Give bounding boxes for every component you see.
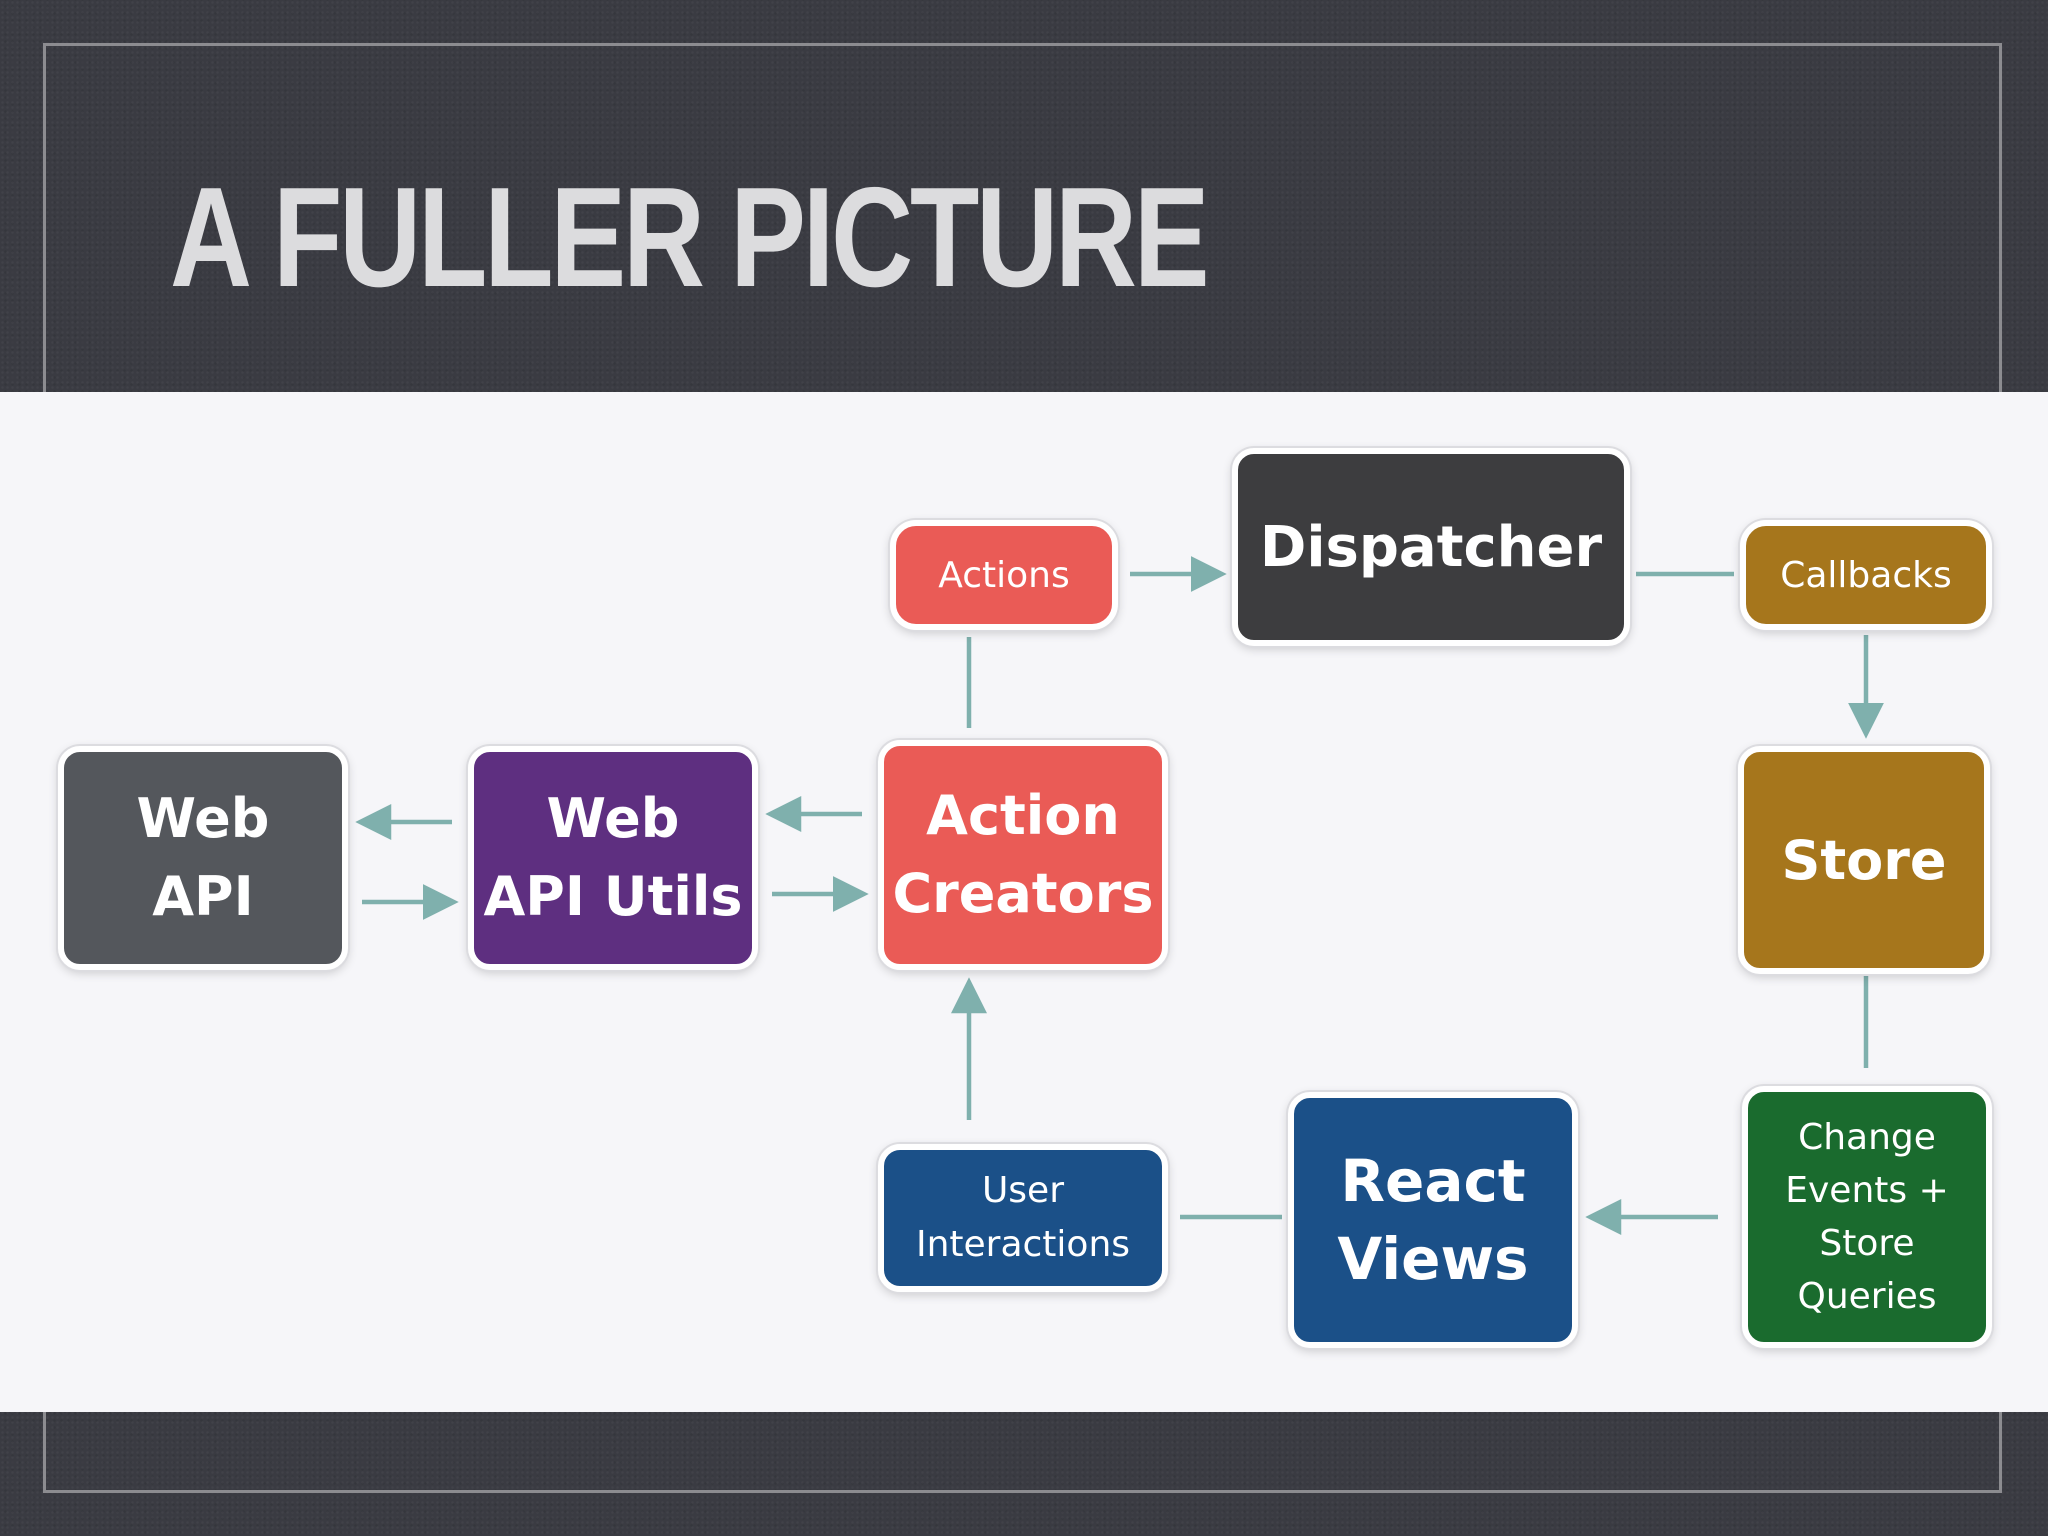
node-store: Store: [1738, 746, 1990, 974]
node-web-api: Web API: [58, 746, 348, 970]
node-dispatcher: Dispatcher: [1232, 448, 1630, 646]
node-callbacks: Callbacks: [1740, 520, 1992, 630]
slide-title: A FULLER PICTURE: [170, 158, 1210, 317]
node-user-interactions: User Interactions: [878, 1144, 1168, 1292]
node-change-events-store-queries: Change Events + Store Queries: [1742, 1086, 1992, 1348]
flow-connectors: [355, 556, 1884, 1235]
node-actions: Actions: [890, 520, 1118, 630]
node-web-api-utils: Web API Utils: [468, 746, 758, 970]
diagram-panel: Web API Web API Utils Action Creators Ac…: [0, 392, 2048, 1412]
node-action-creators: Action Creators: [878, 740, 1168, 970]
node-react-views: React Views: [1288, 1092, 1578, 1348]
